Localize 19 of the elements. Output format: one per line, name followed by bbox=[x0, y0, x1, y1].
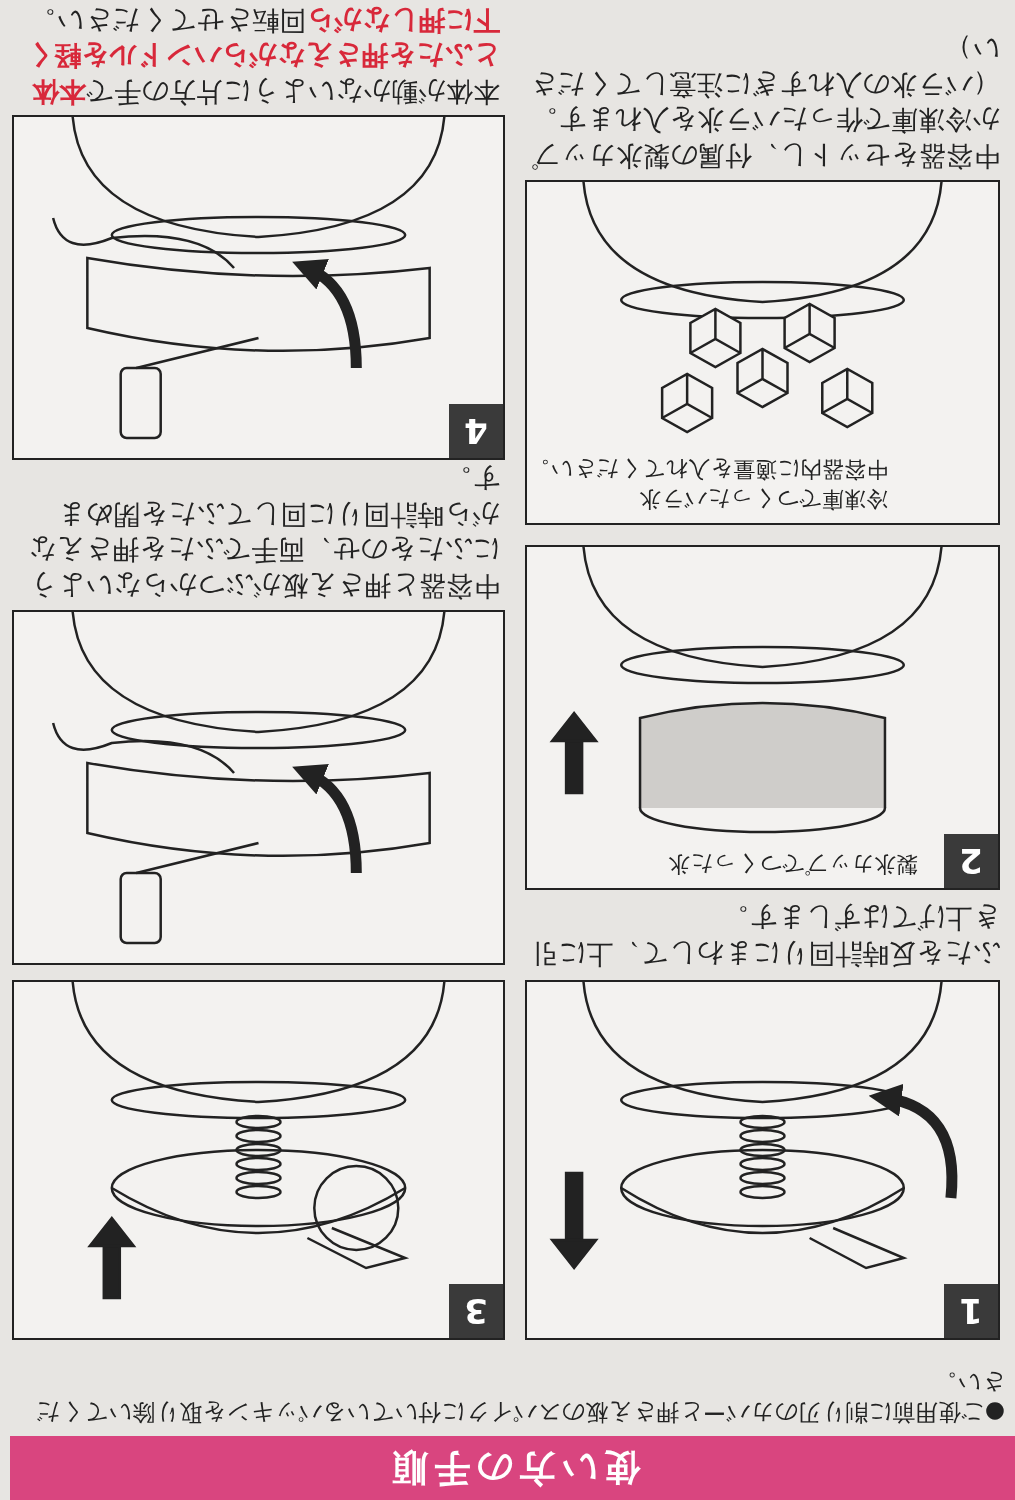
instruction-text: 中容器と押さえ板がぶつからないようにふたをのせ、両手でふたを押さえながら時計回りに回してふたを閉めます。 bbox=[27, 463, 500, 604]
instruction-text: ふたを反時計回りにまわして、上に引き上げてはずします。 bbox=[530, 902, 1000, 972]
step-panel bbox=[12, 610, 505, 965]
title-band: 使い方の手順 bbox=[10, 1436, 1015, 1500]
step-number-badge: 1 bbox=[944, 1284, 998, 1338]
step-panel bbox=[525, 180, 1000, 525]
step-panel bbox=[12, 115, 505, 460]
step-number-badge: 4 bbox=[449, 404, 503, 458]
step-number-badge: 3 bbox=[449, 1284, 503, 1338]
panel-caption: 冷凍庫でつくったバラ氷 bbox=[639, 486, 888, 513]
panel-caption: 中容器内に適量を入れてください。 bbox=[528, 456, 888, 483]
step-panel bbox=[525, 980, 1000, 1340]
step-panel bbox=[525, 545, 1000, 890]
instruction-text: 中容器をセットし、付属の製氷カップか冷凍庫で作ったバラ氷を入れます。（バラ氷の入れすぎに注意してください） bbox=[528, 33, 1000, 174]
instruction-text: 本体が動かないように片方の手で本体とふたを押さえながらハンドルを軽く下に押しながら回転させてください。 bbox=[25, 4, 500, 110]
step-panel bbox=[12, 980, 505, 1340]
step-number-badge: 2 bbox=[944, 834, 998, 888]
panel-caption: 製氷カップでつくった氷 bbox=[668, 851, 918, 878]
note-text: ●ご使用前に削り刃のカバーと押さえ板のスパイクに付いているパッキンを取り除いてください。 bbox=[34, 1368, 1005, 1428]
